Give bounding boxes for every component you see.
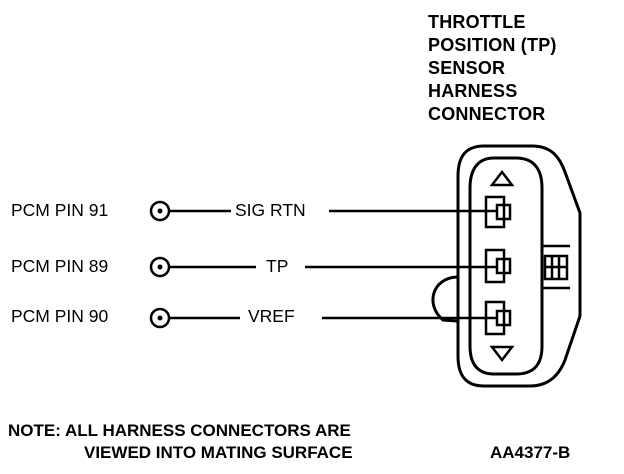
pcm-pin-90-terminal [149,307,171,329]
pcm-pin-91-label: PCM PIN 91 [11,200,109,220]
connector-pin-sig-rtn [484,195,512,229]
pcm-pin-90-label: PCM PIN 90 [11,306,109,326]
title-line: HARNESS [428,81,518,101]
note-line-1: NOTE: ALL HARNESS CONNECTORS ARE [8,421,351,440]
tp-label: TP [266,256,289,276]
figure-code: AA4377-B [490,443,571,462]
connector-housing [431,144,582,388]
pcm-pin-89-terminal [149,256,171,278]
title-line: THROTTLE [428,12,526,32]
sig-rtn-label: SIG RTN [235,200,306,220]
note-line-2: VIEWED INTO MATING SURFACE [84,443,353,462]
note-text: NOTE: ALL HARNESS CONNECTORS ARE VIEWED … [8,420,353,464]
pcm-pin-91-terminal [149,200,171,222]
title-line: POSITION (TP) [428,35,557,55]
key-arrow-up-icon [489,169,515,187]
vref-label: VREF [248,306,295,326]
key-arrow-down-icon [489,345,515,363]
connector-pin-tp [484,248,512,284]
locking-tab [542,244,570,290]
connector-pin-vref [484,300,512,336]
title-line: CONNECTOR [428,104,546,124]
connector-title: THROTTLE POSITION (TP) SENSOR HARNESS CO… [428,11,557,126]
title-line: SENSOR [428,58,506,78]
pcm-pin-89-label: PCM PIN 89 [11,256,109,276]
connector-latch-bump [431,275,458,323]
